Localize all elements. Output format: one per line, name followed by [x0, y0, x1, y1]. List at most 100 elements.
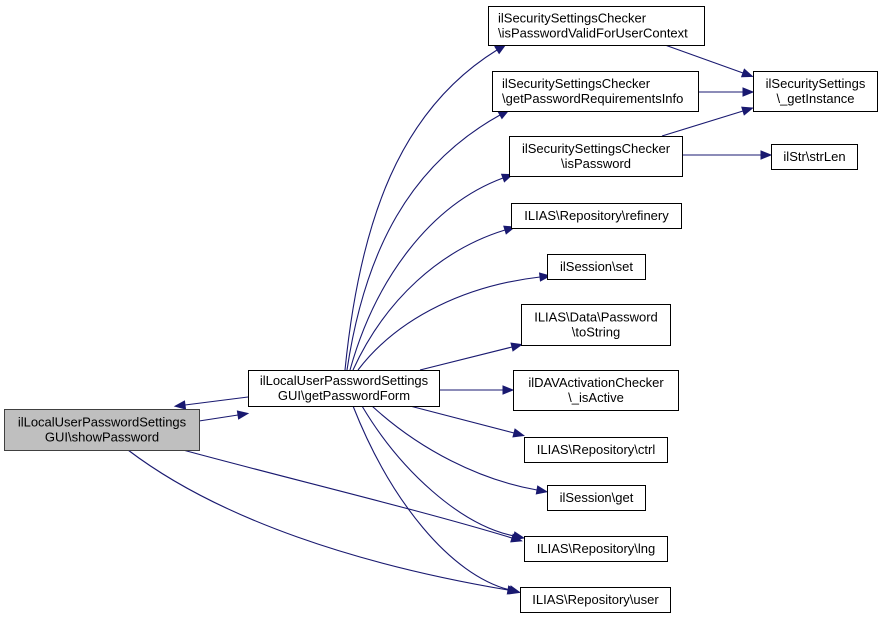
node-getPasswordForm[interactable]: ilLocalUserPasswordSettingsGUI\getPasswo… — [248, 370, 440, 407]
node-box[interactable] — [492, 71, 699, 112]
edge-getPasswordForm-to-isPassword — [349, 173, 514, 371]
node-box[interactable] — [524, 536, 668, 562]
arrowhead-icon — [236, 410, 250, 420]
edge-getPasswordForm-to-sessionGet — [371, 405, 549, 495]
node-box[interactable] — [509, 136, 683, 177]
edge-line — [371, 405, 538, 491]
node-box[interactable] — [521, 304, 671, 346]
node-box[interactable] — [511, 203, 682, 229]
arrowhead-icon — [760, 150, 773, 160]
node-box[interactable] — [771, 144, 858, 170]
edge-showPassword-to-user — [127, 449, 520, 595]
node-label-line: \isPasswordValidForUserContext — [498, 26, 688, 41]
edge-line — [352, 405, 511, 591]
edge-line — [361, 405, 515, 537]
node-box[interactable] — [248, 370, 440, 407]
node-isPasswordValidForUserContext[interactable]: ilSecuritySettingsChecker\isPasswordVali… — [488, 6, 705, 46]
edge-line — [419, 346, 513, 371]
node-getInstance[interactable]: ilSecuritySettings\_getInstance — [753, 71, 878, 112]
arrowhead-icon — [742, 87, 755, 97]
node-lng[interactable]: ILIAS\Repository\lng — [524, 536, 668, 562]
edge-line — [184, 396, 249, 406]
arrowhead-icon — [538, 272, 552, 282]
node-label-line: ilDAVActivationChecker — [528, 375, 664, 390]
edge-isPassword-to-strLen — [682, 150, 773, 160]
node-box[interactable] — [547, 485, 646, 511]
edge-line — [344, 49, 498, 371]
node-getPasswordRequirementsInfo[interactable]: ilSecuritySettingsChecker\getPasswordReq… — [492, 71, 699, 112]
node-label-line: ilSecuritySettingsChecker — [502, 76, 651, 91]
edge-getPasswordForm-to-lng — [361, 405, 526, 541]
arrowhead-icon — [740, 68, 754, 78]
edge-line — [127, 449, 509, 591]
node-isPassword[interactable]: ilSecuritySettingsChecker\isPassword — [509, 136, 683, 177]
node-sessionSet[interactable]: ilSession\set — [547, 254, 646, 280]
edge-showPassword-to-getPasswordForm — [198, 410, 250, 422]
edge-getPasswordForm-to-sessionSet — [357, 272, 552, 371]
edge-line — [661, 110, 744, 137]
node-strLen[interactable]: ilStr\strLen — [771, 144, 858, 170]
node-showPassword[interactable]: ilLocalUserPasswordSettingsGUI\showPassw… — [4, 409, 200, 451]
edge-getPasswordRequirementsInfo-to-getInstance — [698, 87, 755, 97]
arrowhead-icon — [502, 385, 515, 395]
edge-isPasswordValidForUserContext-to-getInstance — [664, 44, 754, 78]
arrowhead-icon — [510, 342, 524, 352]
arrowhead-icon — [512, 428, 525, 438]
node-label-line: ilLocalUserPasswordSettings — [260, 373, 429, 388]
node-user[interactable]: ILIAS\Repository\user — [520, 587, 671, 613]
edge-getPasswordForm-to-showPassword — [173, 396, 249, 410]
node-isActive[interactable]: ilDAVActivationChecker\_isActive — [513, 370, 679, 411]
node-label-line: ILIAS\Data\Password — [534, 310, 658, 325]
node-box[interactable] — [520, 587, 671, 613]
node-label-line: \getPasswordRequirementsInfo — [502, 91, 683, 106]
edge-getPasswordForm-to-user — [352, 405, 522, 595]
node-box[interactable] — [547, 254, 646, 280]
node-toString[interactable]: ILIAS\Data\Password\toString — [521, 304, 671, 346]
edge-line — [357, 276, 541, 371]
edge-line — [352, 229, 506, 371]
node-label-line: ILIAS\Repository\user — [532, 592, 659, 607]
node-label-line: ilSecuritySettingsChecker — [522, 141, 671, 156]
node-label-line: ilSecuritySettings — [766, 76, 866, 91]
arrowhead-icon — [173, 400, 187, 410]
node-box[interactable] — [488, 6, 705, 46]
node-label-line: ilStr\strLen — [783, 149, 845, 164]
node-label-line: \isPassword — [561, 156, 631, 171]
edge-line — [346, 114, 501, 371]
edge-getPasswordForm-to-isPasswordValidForUserContext — [344, 44, 507, 371]
node-label-line: GUI\showPassword — [45, 430, 159, 445]
edge-getPasswordForm-to-toString — [419, 342, 524, 371]
edges-layer — [127, 44, 773, 595]
edge-showPassword-to-lng — [182, 449, 523, 543]
arrowhead-icon — [512, 531, 526, 541]
edge-line — [409, 405, 515, 434]
edge-line — [349, 177, 504, 371]
node-label-line: ilSession\set — [560, 259, 633, 274]
current-node-box[interactable] — [4, 409, 200, 451]
node-label-line: ilSession\get — [560, 490, 634, 505]
node-label-line: \_isActive — [568, 390, 624, 405]
edge-line — [664, 44, 744, 74]
node-box[interactable] — [524, 437, 668, 463]
nodes-layer: ilLocalUserPasswordSettingsGUI\showPassw… — [4, 6, 878, 613]
arrowhead-icon — [494, 44, 507, 55]
node-label-line: GUI\getPasswordForm — [278, 388, 410, 403]
node-box[interactable] — [753, 71, 878, 112]
edge-getPasswordForm-to-ctrl — [409, 405, 525, 438]
node-label-line: ILIAS\Repository\refinery — [524, 208, 669, 223]
node-label-line: ilLocalUserPasswordSettings — [18, 415, 187, 430]
edge-line — [182, 449, 513, 539]
arrowhead-icon — [535, 485, 549, 495]
node-label-line: ilSecuritySettingsChecker — [498, 11, 647, 26]
node-label-line: \toString — [572, 325, 620, 340]
edge-line — [198, 414, 239, 422]
edge-getPasswordForm-to-getPasswordRequirementsInfo — [346, 109, 510, 371]
node-sessionGet[interactable]: ilSession\get — [547, 485, 646, 511]
node-box[interactable] — [513, 370, 679, 411]
node-label-line: \_getInstance — [776, 91, 854, 106]
node-label-line: ILIAS\Repository\ctrl — [537, 442, 656, 457]
node-refinery[interactable]: ILIAS\Repository\refinery — [511, 203, 682, 229]
arrowhead-icon — [741, 106, 754, 116]
node-ctrl[interactable]: ILIAS\Repository\ctrl — [524, 437, 668, 463]
